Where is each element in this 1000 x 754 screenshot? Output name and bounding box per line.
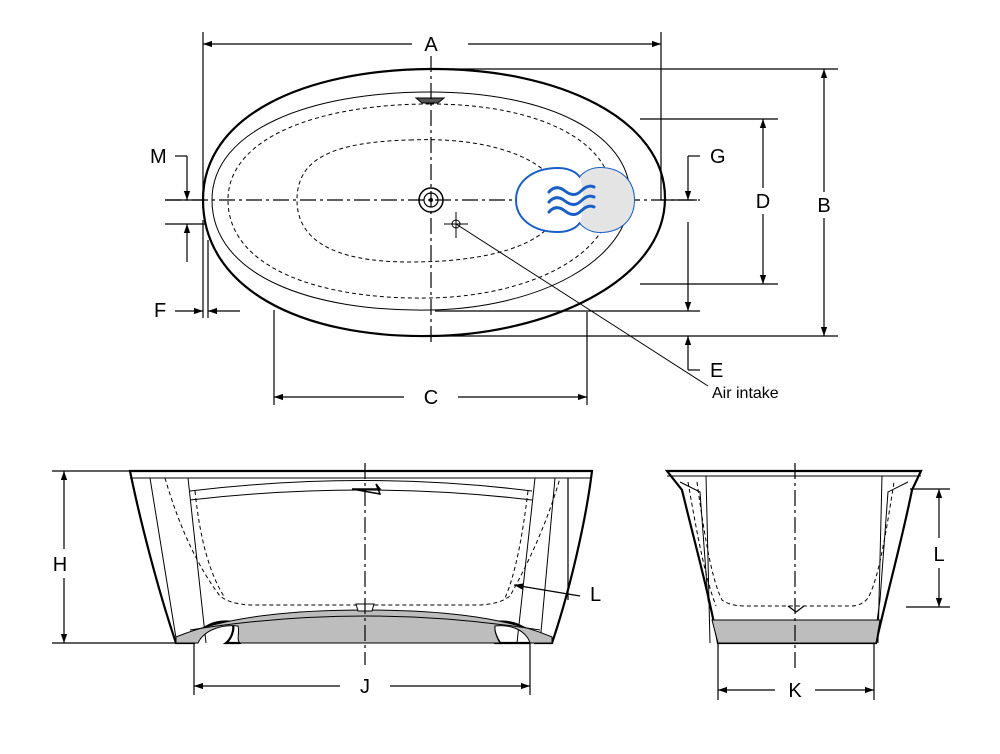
dim-label-a: A bbox=[424, 34, 438, 56]
jet-zone-fill bbox=[580, 168, 634, 232]
front-view-base bbox=[175, 609, 553, 644]
side-view: L K bbox=[664, 463, 950, 702]
dim-label-c: C bbox=[424, 387, 438, 409]
dim-label-f: F bbox=[154, 300, 166, 322]
top-view: A B D G E Air intake C bbox=[150, 32, 838, 409]
top-view-inner-rim bbox=[211, 91, 631, 311]
dim-label-b: B bbox=[817, 195, 830, 217]
air-waves-icon bbox=[547, 184, 596, 216]
overflow-icon bbox=[414, 97, 446, 104]
dim-label-d: D bbox=[756, 191, 770, 213]
dim-label-k: K bbox=[788, 680, 802, 702]
top-view-basin-floor bbox=[296, 139, 561, 263]
dim-label-e: E bbox=[710, 360, 723, 382]
top-view-inner-wall bbox=[227, 103, 613, 299]
front-view-inner-basin bbox=[164, 477, 561, 606]
dim-label-h: H bbox=[53, 554, 67, 576]
front-view: H J L bbox=[52, 463, 601, 698]
dim-label-l-side: L bbox=[933, 544, 944, 566]
dim-label-m: M bbox=[150, 146, 167, 168]
air-jet-zone bbox=[514, 166, 636, 234]
side-view-base bbox=[711, 619, 881, 644]
dim-label-g: G bbox=[710, 146, 726, 168]
front-overflow-icon bbox=[351, 483, 382, 495]
air-intake-label: Air intake bbox=[712, 385, 779, 402]
dim-label-l-front: L bbox=[590, 584, 601, 606]
dim-label-j: J bbox=[360, 676, 370, 698]
